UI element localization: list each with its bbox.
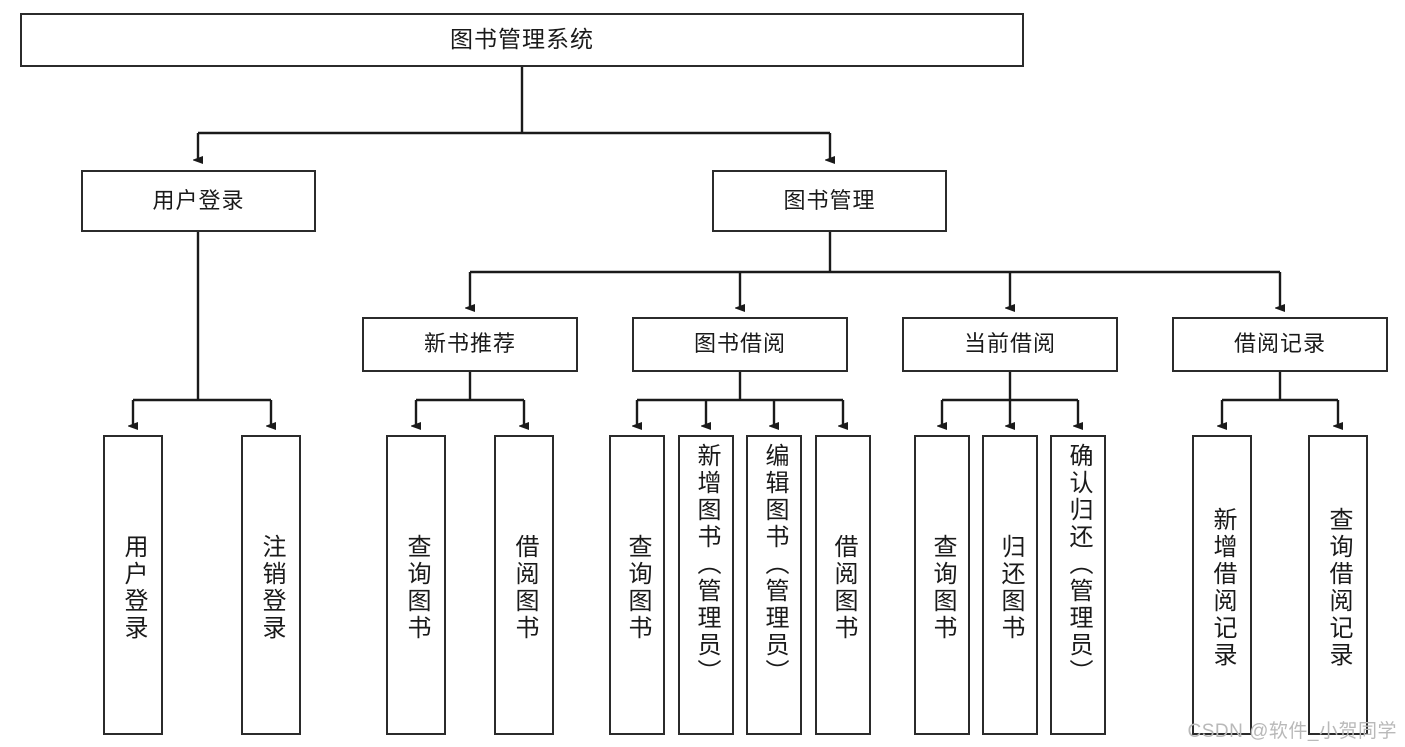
node-label: 查询图书 [929, 534, 956, 642]
node-label: 借阅图书 [511, 534, 538, 642]
node-label: 图书管理系统 [450, 26, 594, 53]
node-label: 查询图书 [403, 534, 430, 642]
node-label: 确认归还（管理员） [1065, 443, 1092, 686]
node-leaf-return-book[interactable]: 归还图书 [982, 435, 1038, 735]
node-leaf-edit-book-admin[interactable]: 编辑图书（管理员） [746, 435, 802, 735]
node-label: 归还图书 [997, 534, 1024, 642]
node-label: 用户登录 [120, 534, 147, 642]
node-label: 图书管理 [783, 187, 876, 213]
node-leaf-borrow-book-borrow[interactable]: 借阅图书 [815, 435, 871, 735]
node-label: 新增借阅记录 [1209, 507, 1236, 669]
node-book-management[interactable]: 图书管理 [712, 170, 947, 232]
node-user-login[interactable]: 用户登录 [81, 170, 316, 232]
node-leaf-add-borrow-record[interactable]: 新增借阅记录 [1192, 435, 1252, 735]
node-label: 借阅图书 [830, 534, 857, 642]
node-new-book-recommend[interactable]: 新书推荐 [362, 317, 578, 372]
node-label: 注销登录 [258, 534, 285, 642]
node-label: 用户登录 [152, 187, 245, 213]
node-leaf-add-book-admin[interactable]: 新增图书（管理员） [678, 435, 734, 735]
node-root-system[interactable]: 图书管理系统 [20, 13, 1024, 67]
node-label: 查询借阅记录 [1325, 507, 1352, 669]
node-label: 编辑图书（管理员） [761, 443, 788, 686]
node-label: 新增图书（管理员） [693, 443, 720, 686]
node-leaf-confirm-return-admin[interactable]: 确认归还（管理员） [1050, 435, 1106, 735]
node-leaf-borrow-book-newbook[interactable]: 借阅图书 [494, 435, 554, 735]
node-label: 图书借阅 [693, 331, 786, 357]
node-label: 当前借阅 [963, 331, 1056, 357]
csdn-watermark: CSDN @软件_小贺同学 [1187, 721, 1397, 742]
node-leaf-query-borrow-record[interactable]: 查询借阅记录 [1308, 435, 1368, 735]
node-book-borrow[interactable]: 图书借阅 [632, 317, 848, 372]
node-current-borrow[interactable]: 当前借阅 [902, 317, 1118, 372]
node-borrow-record[interactable]: 借阅记录 [1172, 317, 1388, 372]
node-leaf-query-book-current[interactable]: 查询图书 [914, 435, 970, 735]
node-leaf-query-book-newbook[interactable]: 查询图书 [386, 435, 446, 735]
node-leaf-query-book-borrow[interactable]: 查询图书 [609, 435, 665, 735]
node-leaf-user-login[interactable]: 用户登录 [103, 435, 163, 735]
node-leaf-logout[interactable]: 注销登录 [241, 435, 301, 735]
node-label: 借阅记录 [1233, 331, 1326, 357]
node-label: 查询图书 [624, 534, 651, 642]
node-label: 新书推荐 [423, 331, 516, 357]
